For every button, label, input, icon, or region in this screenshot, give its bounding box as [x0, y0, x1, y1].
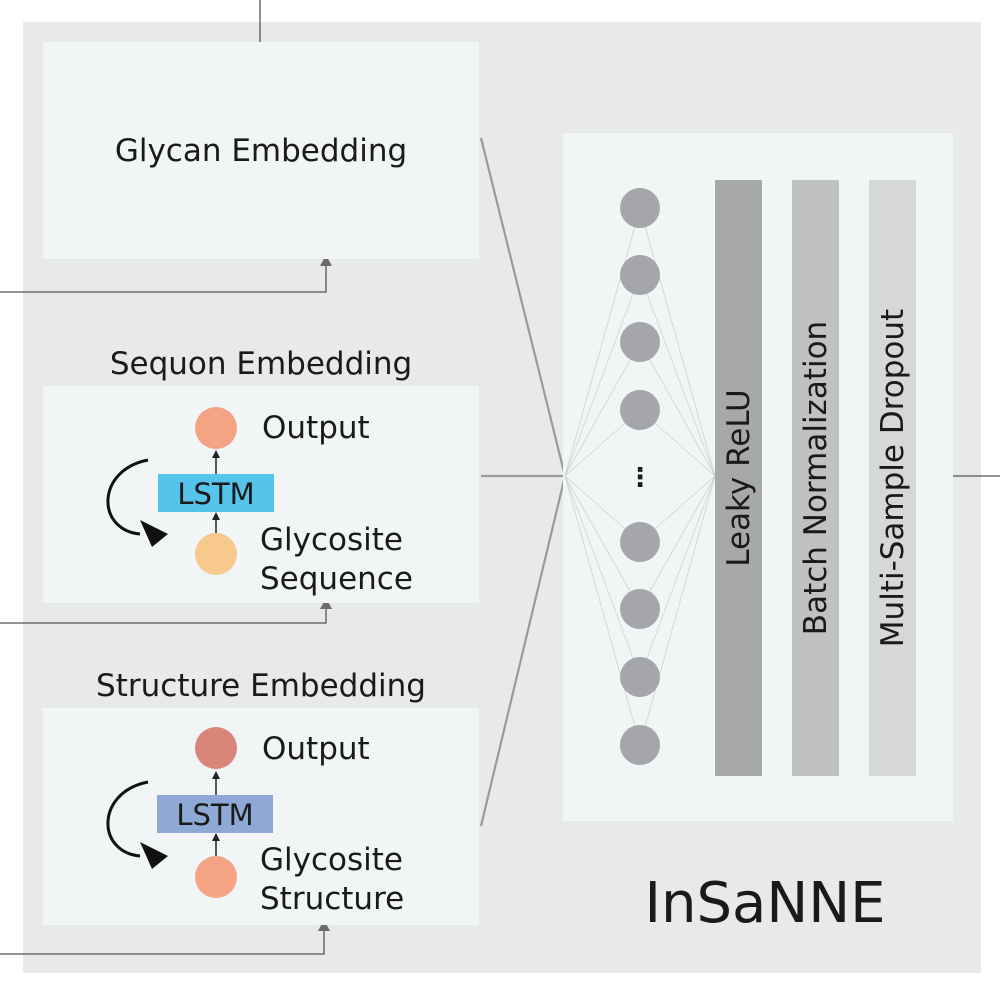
fan-out-line [639, 207, 716, 477]
fan-in-line [564, 475, 641, 746]
structure-lstm-box [157, 795, 273, 833]
sequon-arrowhead [320, 598, 332, 609]
structure-input-up-arrowhead [212, 833, 220, 841]
glycan-embedding-title: Glycan Embedding [115, 133, 407, 169]
fan-out-line [639, 475, 716, 610]
fan-out-line [639, 475, 716, 746]
sequon-embedding-title: Sequon Embedding [110, 346, 412, 382]
structure-lstm-up-arrowhead [212, 771, 220, 779]
glycan-merge-line [479, 137, 567, 477]
neuron-node-8 [620, 725, 660, 765]
sequon-input-label-1: Glycosite [260, 522, 403, 558]
fan-in-line [564, 207, 641, 477]
fan-out-line [639, 475, 716, 678]
layer-batch-norm-label: Batch Normalization [798, 321, 834, 635]
sequon-lstm-box [158, 474, 274, 512]
structure-arrowhead [318, 920, 330, 931]
fan-in-line [564, 341, 641, 477]
layer-leaky-relu-label: Leaky ReLU [721, 389, 757, 566]
structure-lstm-label: LSTM [176, 798, 253, 832]
sequon-lstm-label: LSTM [177, 477, 254, 511]
sequon-input-node [195, 533, 237, 575]
sequon-input-line [0, 606, 327, 624]
external-connections [0, 0, 1000, 955]
structure-input-label-2: Structure [260, 881, 404, 917]
structure-input-line [0, 927, 325, 955]
structure-output-node [195, 727, 237, 769]
neuron-nodes [620, 188, 660, 765]
layer-leaky-relu-bar [715, 180, 762, 776]
neuron-node-6 [620, 589, 660, 629]
neuron-node-7 [620, 657, 660, 697]
input-arrowheads [318, 255, 332, 931]
neuron-node-4 [620, 390, 660, 430]
neuron-node-1 [620, 188, 660, 228]
structure-recurrent-loop-icon [106, 780, 149, 858]
sequon-output-node [195, 407, 237, 449]
sequon-lstm-up-arrowhead [212, 450, 220, 458]
merge-lines [479, 137, 567, 827]
layer-dropout-bar [869, 180, 916, 776]
sequon-input-up-arrowhead [212, 512, 220, 520]
structure-input-node [195, 856, 237, 898]
fan-in-line [564, 475, 641, 610]
neuron-node-5 [620, 522, 660, 562]
layer-dropout-label: Multi-Sample Dropout [875, 309, 911, 647]
structure-recurrent-arrowhead [140, 842, 168, 869]
fan-out-line [639, 274, 716, 477]
structure-merge-line [479, 475, 567, 827]
structure-input-label-1: Glycosite [260, 842, 403, 878]
structure-output-label: Output [262, 731, 370, 767]
model-name: InSaNNE [644, 871, 885, 936]
fan-in-line [564, 274, 641, 477]
neuron-node-2 [620, 255, 660, 295]
layer-batch-norm-bar [792, 180, 839, 776]
sequon-output-label: Output [262, 410, 370, 446]
structure-embedding-title: Structure Embedding [96, 668, 426, 704]
glycan-arrowhead [320, 255, 332, 266]
neuron-node-3 [620, 322, 660, 362]
neuron-ellipsis: ⋮ [627, 463, 653, 493]
sequon-input-label-2: Sequence [260, 561, 413, 597]
glycan-embedding-box [43, 42, 479, 259]
glycan-input-line [0, 262, 327, 293]
fan-in-line [564, 475, 641, 678]
fan-out-line [639, 341, 716, 477]
sequon-recurrent-loop-icon [106, 458, 149, 536]
sequon-recurrent-arrowhead [140, 520, 168, 547]
